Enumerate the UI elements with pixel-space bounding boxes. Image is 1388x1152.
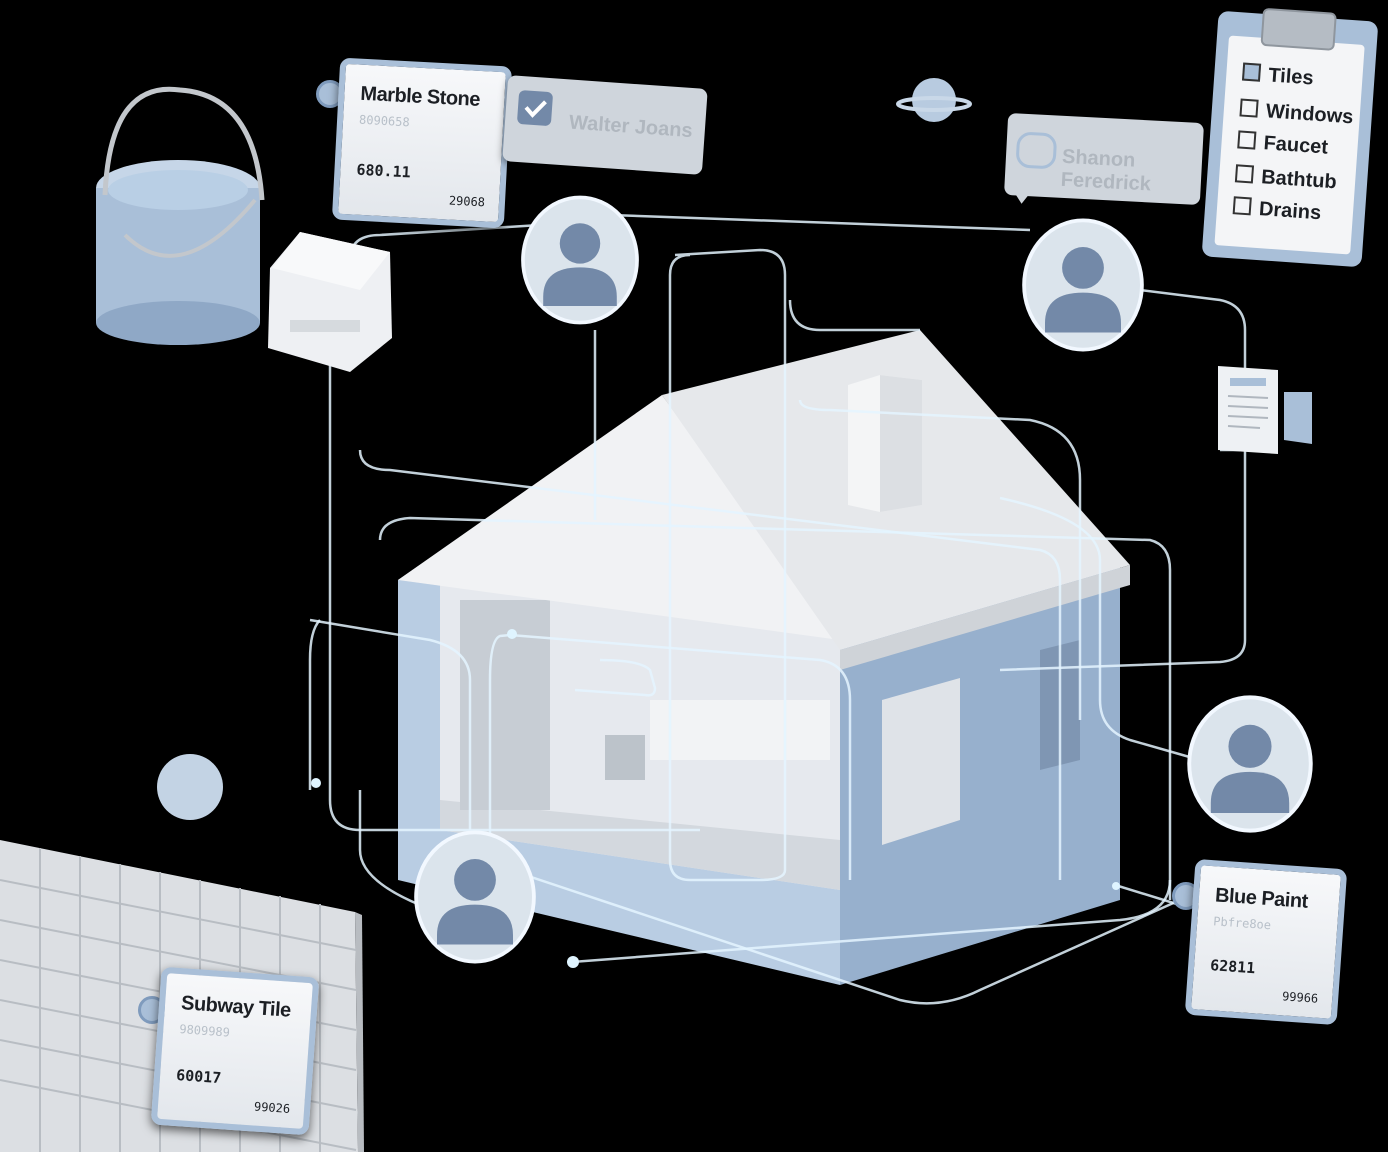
material-code: 680.11 bbox=[356, 160, 412, 182]
checklist-clipboard[interactable]: Tiles Windows Faucet Bathtub Drains bbox=[1201, 7, 1379, 268]
material-card-blue-paint[interactable]: Blue Paint Pbfre8oe 62811 99966 bbox=[1184, 858, 1348, 1026]
material-num: 99966 bbox=[1281, 989, 1319, 1006]
person-name: Shanon Feredrick bbox=[1060, 145, 1152, 196]
checklist-item-bathtub[interactable]: Bathtub bbox=[1234, 164, 1337, 194]
material-name: Marble Stone bbox=[359, 82, 481, 111]
material-sub: 9809989 bbox=[178, 1022, 231, 1040]
document-icon bbox=[1218, 366, 1312, 454]
material-num: 99026 bbox=[253, 1099, 291, 1116]
material-name: Blue Paint bbox=[1214, 884, 1309, 913]
cube-icon bbox=[268, 232, 392, 372]
connection-lines bbox=[308, 213, 1247, 1005]
checklist-paper: Tiles Windows Faucet Bathtub Drains bbox=[1214, 35, 1365, 255]
person-label-walter[interactable]: Walter Joans bbox=[502, 75, 708, 175]
checklist-item-drains[interactable]: Drains bbox=[1232, 196, 1322, 225]
material-code: 62811 bbox=[1209, 956, 1256, 978]
material-sub: Pbfre8oe bbox=[1212, 914, 1272, 933]
checkbox-checked[interactable] bbox=[1241, 62, 1262, 82]
checklist-item-faucet[interactable]: Faucet bbox=[1237, 130, 1329, 159]
material-name: Subway Tile bbox=[180, 992, 292, 1022]
material-card-subway-tile[interactable]: Subway Tile 9809989 60017 99026 bbox=[150, 966, 320, 1136]
person-name: Walter Joans bbox=[568, 111, 694, 143]
connection-dots bbox=[311, 629, 1120, 968]
sphere-icon bbox=[157, 754, 223, 820]
checkbox[interactable] bbox=[1232, 196, 1252, 216]
checklist-item-tiles[interactable]: Tiles bbox=[1241, 62, 1314, 91]
material-num: 29068 bbox=[448, 193, 486, 210]
planet-icon bbox=[896, 78, 972, 122]
chat-bubble-icon bbox=[1015, 131, 1058, 170]
checkbox[interactable] bbox=[1239, 98, 1259, 118]
person-label-shanon[interactable]: Shanon Feredrick bbox=[1003, 112, 1205, 206]
material-card-marble-stone[interactable]: Marble Stone 8090658 680.11 29068 bbox=[331, 57, 513, 229]
clipboard-clamp-icon bbox=[1260, 7, 1337, 51]
material-code: 60017 bbox=[175, 1065, 222, 1088]
checkbox[interactable] bbox=[1237, 130, 1257, 150]
checkbox[interactable] bbox=[1234, 164, 1255, 184]
paint-bucket-icon bbox=[96, 86, 265, 345]
house bbox=[398, 330, 1130, 985]
material-sub: 8090658 bbox=[358, 112, 411, 130]
checklist-item-windows[interactable]: Windows bbox=[1239, 98, 1354, 129]
checkmark-icon[interactable] bbox=[516, 89, 554, 127]
